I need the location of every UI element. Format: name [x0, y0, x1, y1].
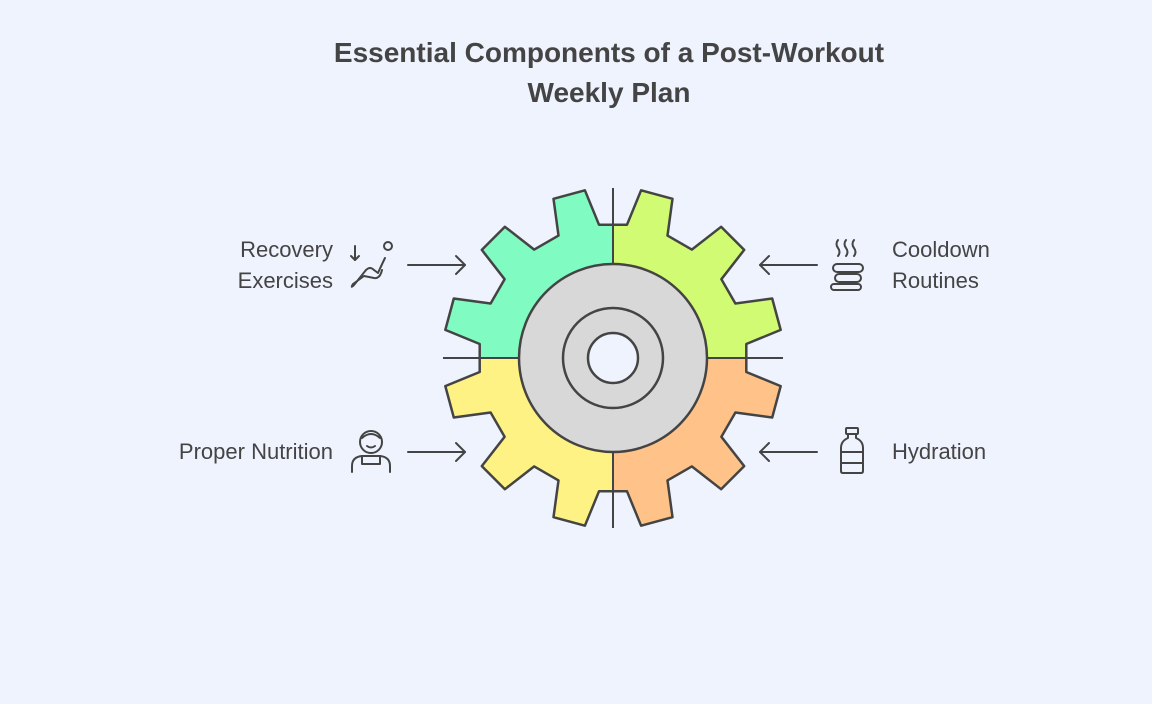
title-line-2: Weekly Plan — [527, 77, 691, 108]
diagram-title: Essential Components of a Post-Workout W… — [0, 33, 1152, 113]
label-recovery-exercises: Recovery Exercises — [238, 234, 333, 296]
label-line: Routines — [892, 268, 979, 293]
label-line: Hydration — [892, 439, 987, 464]
hub-ring — [561, 306, 665, 410]
label-line: Proper Nutrition — [178, 439, 333, 464]
stretching-person-icon — [350, 241, 393, 288]
arrow-right-icon — [407, 255, 466, 275]
gear-outline — [444, 189, 782, 527]
label-line: Recovery — [240, 237, 333, 262]
water-bottle-icon — [840, 427, 864, 474]
hot-stones-icon — [830, 239, 864, 291]
hub-hole — [586, 331, 640, 385]
label-line: Cooldown — [892, 237, 990, 262]
title-line-1: Essential Components of a Post-Workout — [333, 37, 885, 68]
arrow-left-icon — [759, 255, 818, 275]
label-hydration: Hydration — [892, 436, 986, 467]
arrow-right-icon — [407, 442, 466, 462]
label-cooldown-routines: Cooldown Routines — [892, 234, 990, 296]
label-proper-nutrition: Proper Nutrition — [179, 436, 333, 467]
arrow-left-icon — [759, 442, 818, 462]
label-line: Exercises — [237, 268, 333, 293]
chef-icon — [351, 430, 391, 473]
